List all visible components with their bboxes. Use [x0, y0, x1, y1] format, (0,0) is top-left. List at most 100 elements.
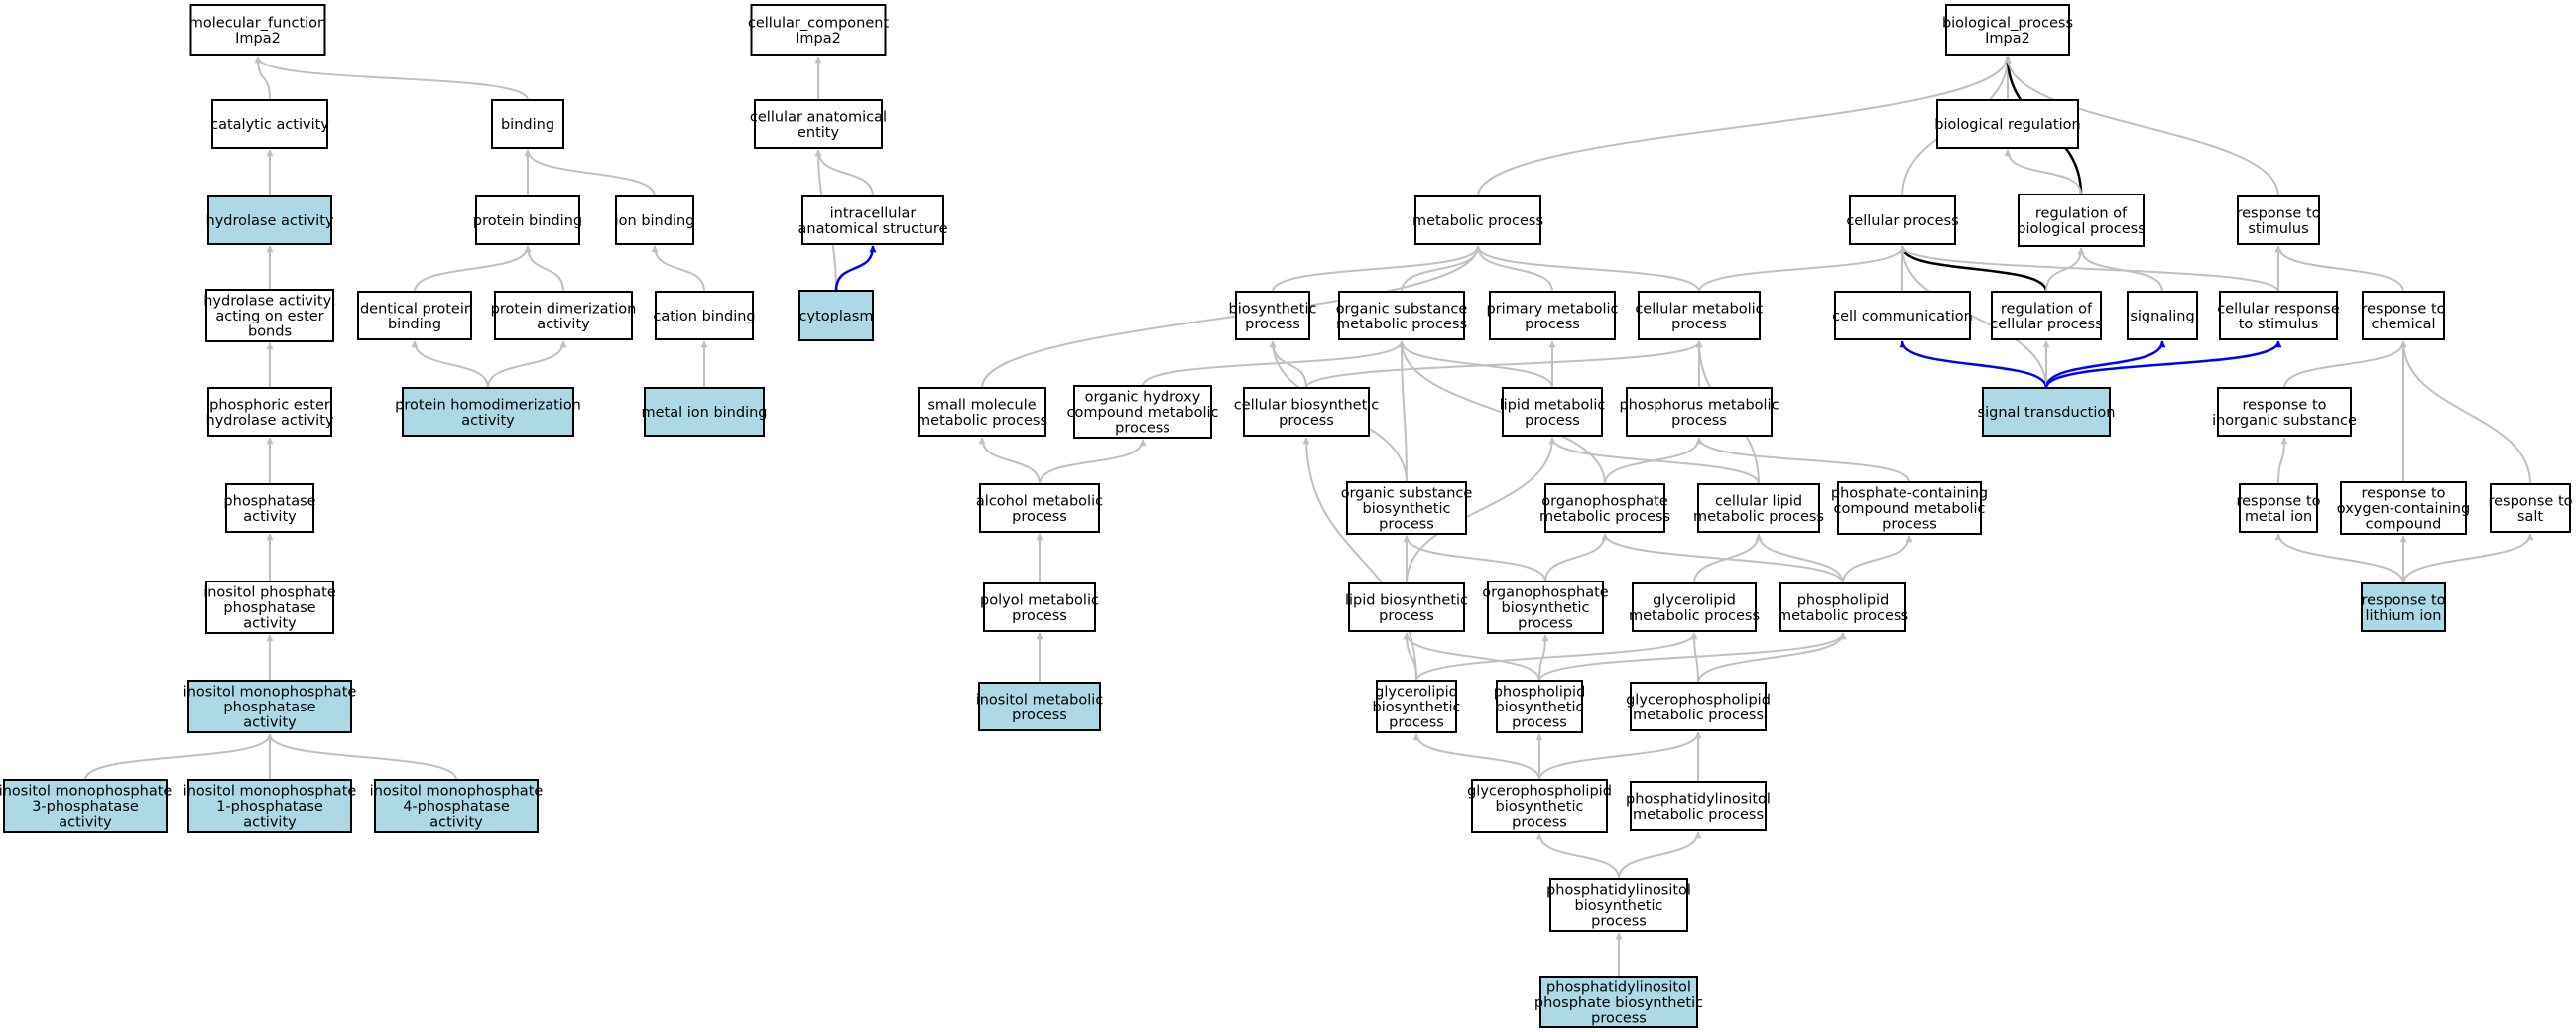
- node-imp4[interactable]: inositol monophosphate4-phosphataseactiv…: [370, 779, 544, 833]
- node-label: process: [1012, 608, 1067, 624]
- node-label: organophosphate: [1541, 493, 1668, 509]
- edge-signal_trans-to-signaling: [2044, 340, 2166, 389]
- node-box: [2362, 291, 2445, 340]
- node-box: [798, 290, 874, 341]
- edge-glycerolipid_biosyn-to-cell_biosyn: [1302, 437, 1417, 682]
- node-box: [1489, 291, 1616, 340]
- edge-phospholipid_met-to-organophos_met: [1601, 533, 1844, 584]
- node-cation-binding[interactable]: cation binding: [653, 291, 756, 340]
- node-metal-ion-binding[interactable]: metal ion binding: [641, 387, 768, 437]
- node-box: [1376, 680, 1457, 733]
- node-bio-reg[interactable]: biological regulation: [1934, 99, 2081, 149]
- node-label: process: [1518, 616, 1573, 632]
- node-cellular-proc[interactable]: cellular process: [1846, 195, 1959, 245]
- node-label: biosynthetic: [1502, 600, 1590, 616]
- node-inositol-mpp[interactable]: inositol monophosphatephosphataseactivit…: [184, 680, 357, 733]
- edge-intracell-to-cell_anat: [814, 149, 874, 197]
- node-label: cation binding: [653, 309, 755, 324]
- node-cytoplasm[interactable]: cytoplasm: [798, 290, 874, 341]
- node-ion-binding[interactable]: ion binding: [615, 195, 695, 245]
- node-catalytic[interactable]: catalytic activity: [210, 99, 329, 149]
- node-imp3[interactable]: inositol monophosphate3-phosphataseactiv…: [0, 779, 172, 833]
- node-label: response to: [2361, 592, 2445, 608]
- node-label: biosynthetic: [1363, 501, 1451, 517]
- node-binding[interactable]: binding: [491, 99, 564, 149]
- node-label: metabolic process: [1778, 608, 1908, 624]
- node-signaling[interactable]: signaling: [2127, 291, 2198, 340]
- node-box: [187, 680, 352, 733]
- edge-ion_binding-to-binding: [524, 149, 656, 197]
- node-box: [2217, 387, 2352, 437]
- node-label: activity: [243, 509, 297, 525]
- edge-glycerophospholipid_biosyn-to-glycerolipid_biosyn: [1412, 733, 1540, 781]
- node-label: phosphate biosynthetic: [1534, 995, 1703, 1011]
- node-label: phosphatase: [223, 700, 315, 715]
- node-label: entity: [797, 125, 840, 141]
- node-box: [1346, 481, 1467, 535]
- edge-resp_lithium-to-resp_metal: [2274, 533, 2404, 584]
- node-metabolic[interactable]: metabolic process: [1412, 195, 1543, 245]
- node-imp1[interactable]: inositol monophosphate1-phosphataseactiv…: [184, 779, 357, 833]
- node-signal-trans[interactable]: signal transduction: [1978, 387, 2116, 437]
- edge-phospholipid_biosyn-to-phospholipid_met: [1538, 632, 1847, 682]
- node-box: [2340, 481, 2467, 535]
- node-box: [1779, 582, 1906, 632]
- node-label: Impa2: [235, 31, 281, 47]
- node-label: protein homodimerization: [395, 397, 581, 413]
- node-box: [1471, 779, 1608, 833]
- node-cell-comm[interactable]: cell communication: [1832, 291, 1973, 340]
- node-hydrolase[interactable]: hydrolase activity: [206, 195, 334, 245]
- node-label: metal ion: [2245, 509, 2312, 525]
- node-protein-binding[interactable]: protein binding: [473, 195, 582, 245]
